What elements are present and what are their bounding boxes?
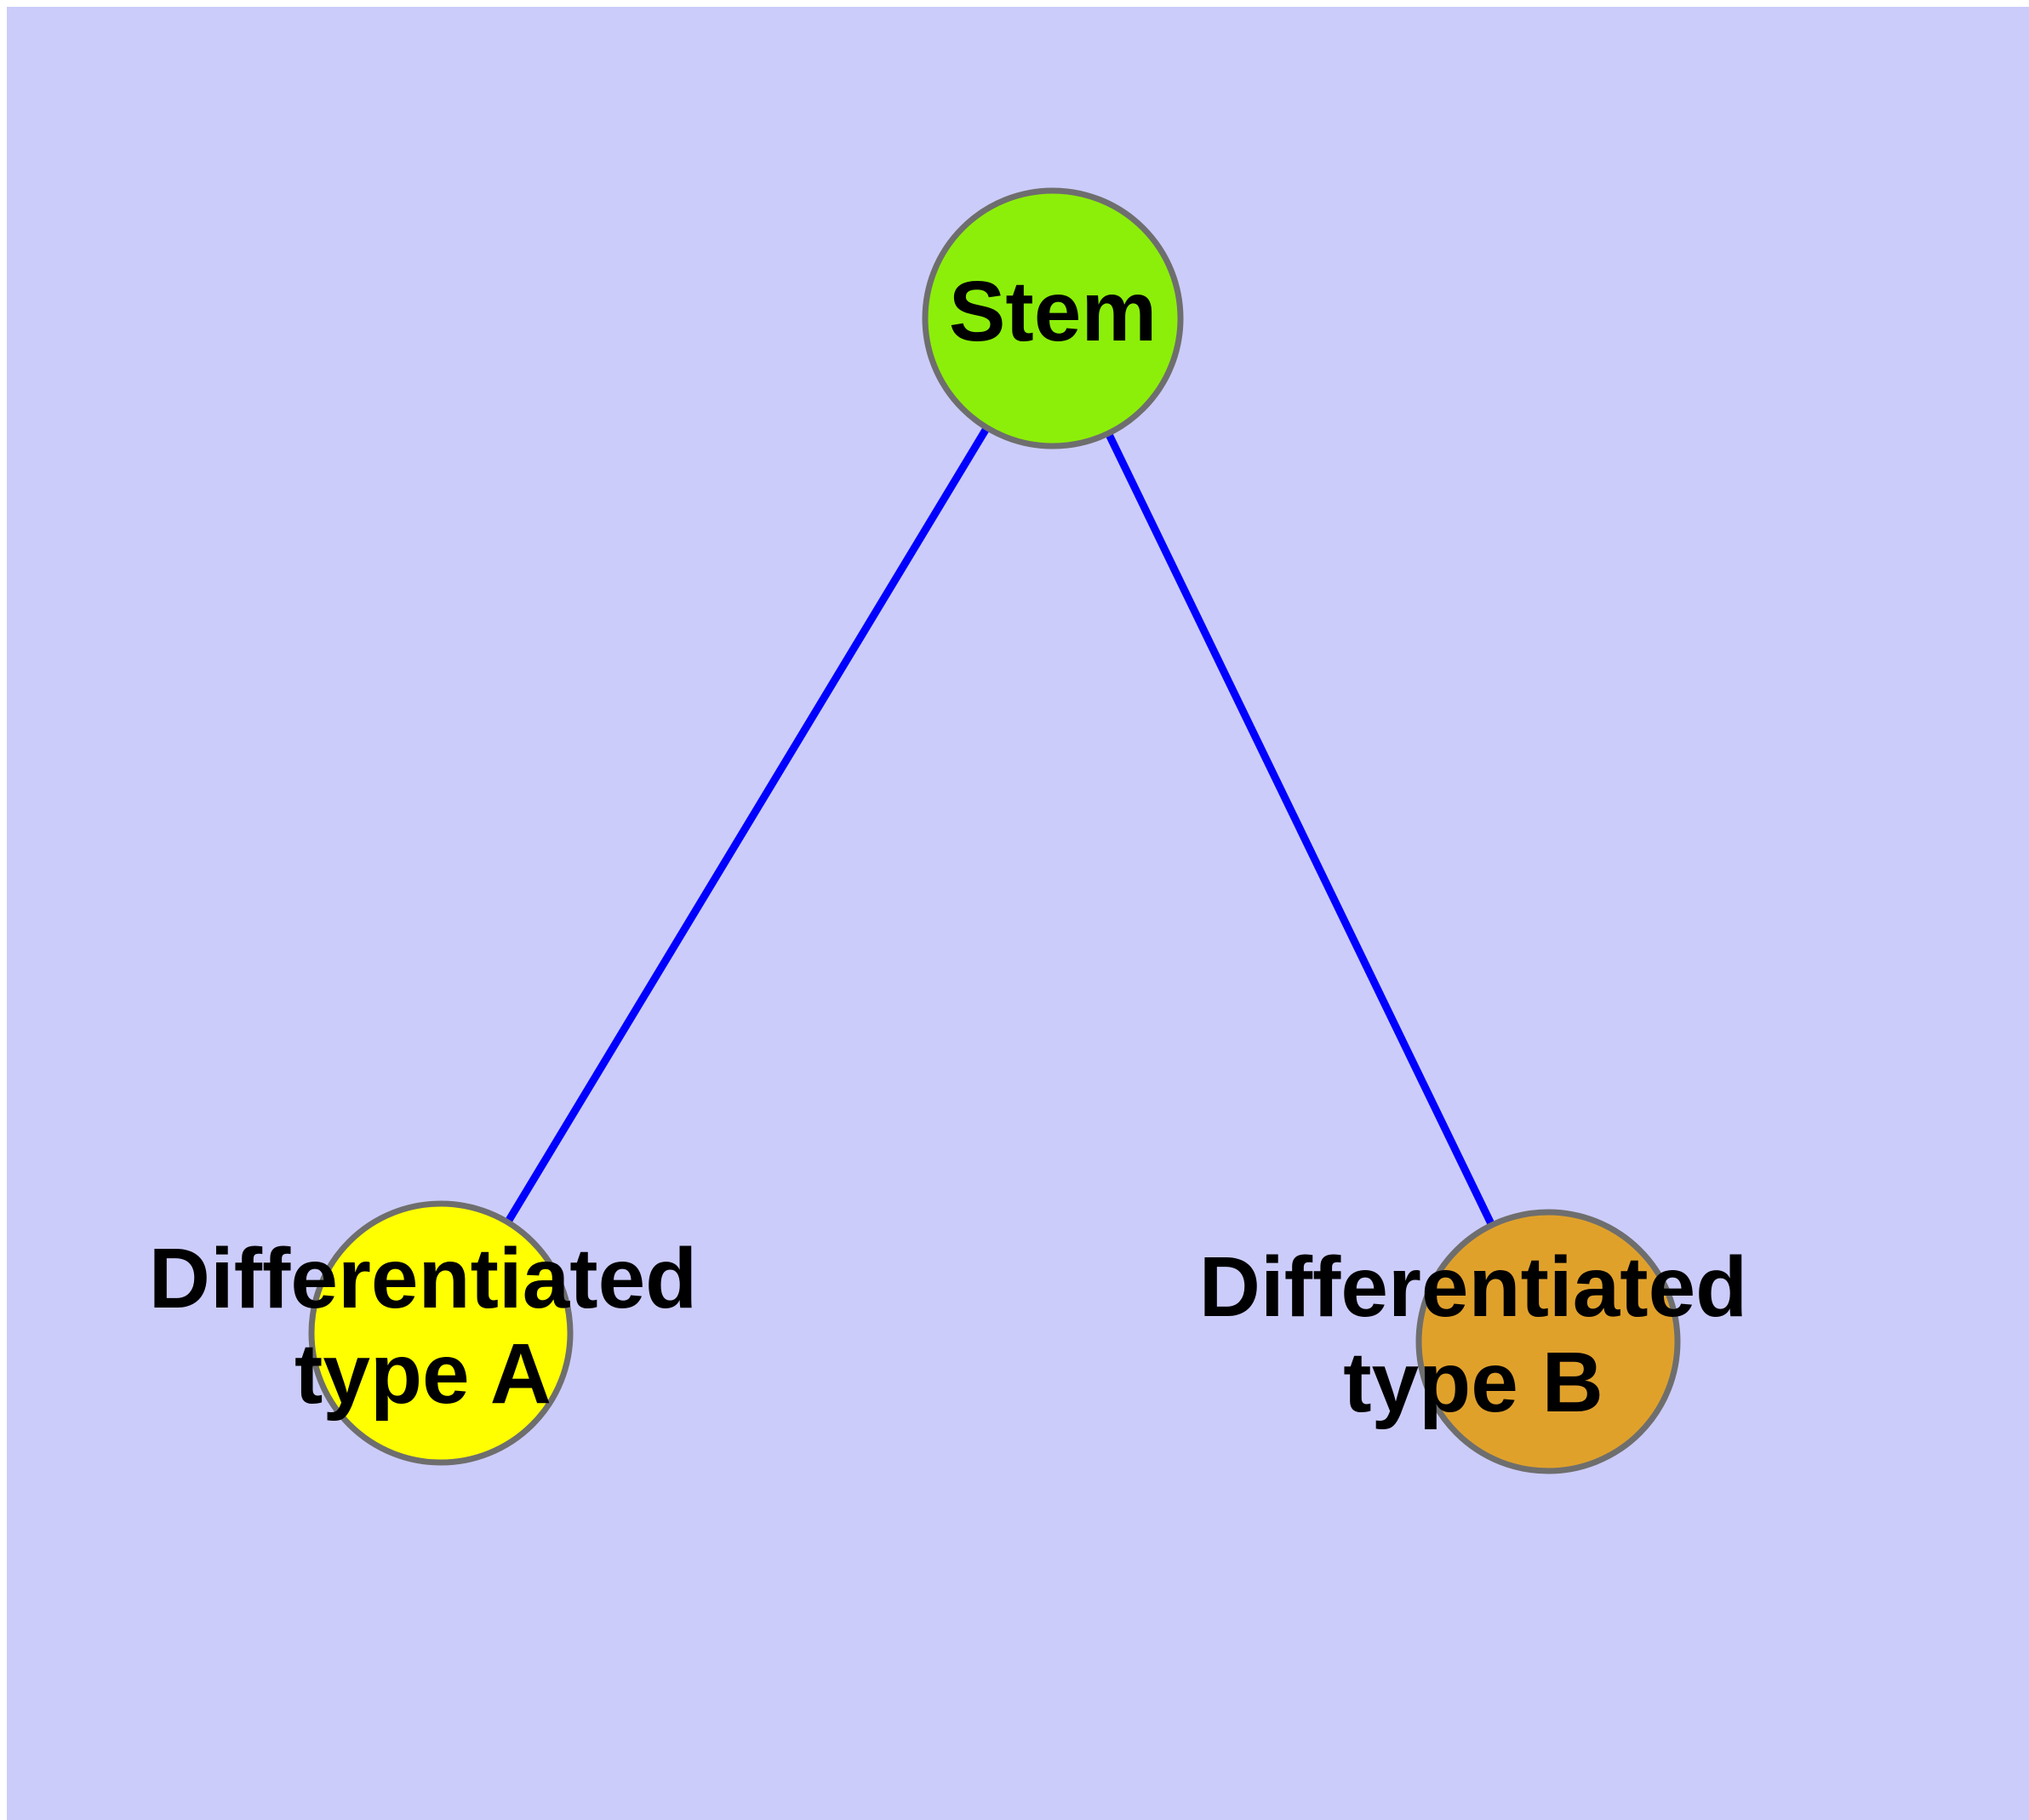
graph-node-label-line: Differentiated xyxy=(149,1231,698,1326)
graph-edge-stem-diff_b xyxy=(1049,317,1552,1343)
graph-node-label-line: type A xyxy=(294,1326,552,1422)
edges-layer xyxy=(437,316,1552,1343)
graph-node-diff_b[interactable] xyxy=(1415,1209,1681,1474)
graph-node-diff_a[interactable] xyxy=(308,1200,574,1466)
graph-node-stem[interactable] xyxy=(922,187,1184,449)
graph-node-label-line: Stem xyxy=(949,264,1157,359)
graph-node-label-line: type B xyxy=(1343,1335,1603,1430)
graph-node-label-stem: Stem xyxy=(949,264,1157,359)
graph-edge-stem-diff_a xyxy=(437,316,1056,1336)
graph-node-label-line: Differentiated xyxy=(1199,1239,1748,1335)
nodes-layer xyxy=(308,187,1681,1474)
